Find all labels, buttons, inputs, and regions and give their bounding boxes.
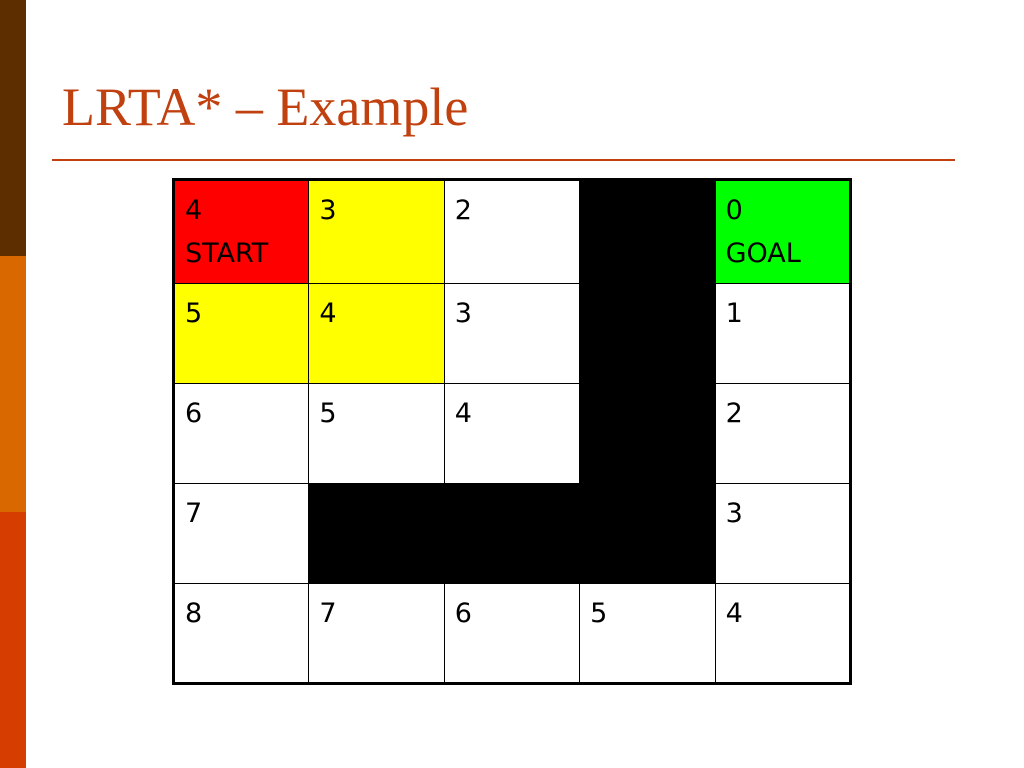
grid-cell-obstacle [443,483,581,585]
cell-heuristic-value: 5 [185,298,203,330]
side-bar-middle [0,256,26,512]
grid-cell: 5 [308,383,445,485]
grid-cell: 2 [443,178,581,285]
grid-cell-obstacle [579,178,716,285]
grid-cell: 3 [443,283,581,385]
grid-cell-obstacle [579,483,716,585]
grid-cell-obstacle [308,483,445,585]
grid-row: 5 4 3 1 [172,283,852,385]
cell-heuristic-value: 2 [454,195,472,226]
cell-label: START [185,238,269,270]
grid-cell: 5 [579,583,716,685]
grid-cell: 1 [714,283,852,385]
cell-heuristic-value: 1 [725,298,743,330]
cell-heuristic-value: 4 [725,598,743,630]
grid-cell: 4 [714,583,852,685]
cell-heuristic-value: 0 [725,195,743,226]
grid-cell: 6 [443,583,581,685]
grid-cell: 4 [308,283,445,385]
cell-heuristic-value: 5 [319,398,337,430]
side-bar-top [0,0,26,256]
grid-cell: 5 [172,283,310,385]
cell-heuristic-value: 3 [454,298,472,330]
cell-heuristic-value: 7 [185,498,203,530]
grid-row: 6 5 4 2 [172,383,852,485]
cell-heuristic-value: 6 [185,398,203,430]
cell-heuristic-value: 5 [590,598,608,630]
grid-row: 8 7 6 5 4 [172,583,852,685]
cell-heuristic-value: 8 [185,598,203,630]
cell-heuristic-value: 3 [725,498,743,530]
grid-cell: 3 [308,178,445,285]
cell-heuristic-value: 7 [319,598,337,630]
cell-heuristic-value: 4 [319,298,337,330]
cell-label: GOAL [725,238,801,270]
cell-heuristic-value: 2 [725,398,743,430]
grid-cell: 2 [714,383,852,485]
cell-heuristic-value: 6 [454,598,472,630]
grid-cell: 7 [308,583,445,685]
grid-cell-obstacle [579,383,716,485]
grid-cell: 4 [443,383,581,485]
cell-heuristic-value: 4 [454,398,472,430]
cell-heuristic-value: 4 [185,195,203,226]
slide-title: LRTA* – Example [62,77,469,137]
grid-cell: 7 [172,483,310,585]
grid-cell-obstacle [579,283,716,385]
title-divider [52,159,955,161]
side-bar-bottom [0,512,26,768]
grid-cell: 6 [172,383,310,485]
cell-heuristic-value: 3 [319,195,337,226]
grid-cell: 3 [714,483,852,585]
grid-cell: 8 [172,583,310,685]
